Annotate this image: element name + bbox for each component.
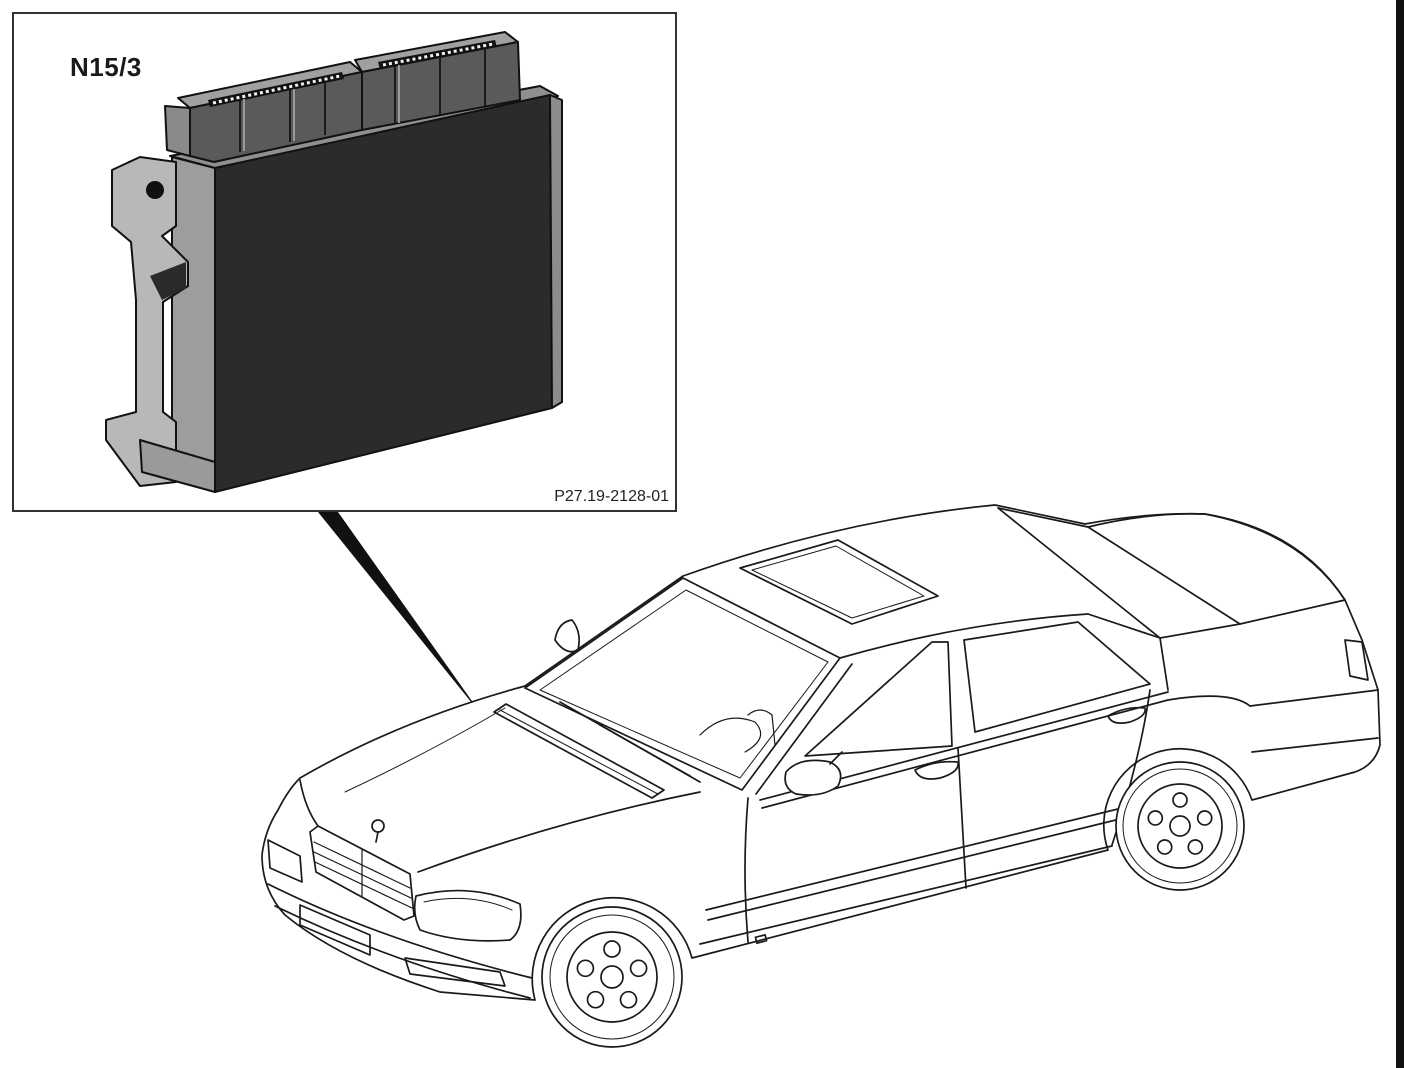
bracket-shadow — [150, 262, 186, 300]
car-illustration — [261, 504, 1381, 1048]
callout-pointer — [318, 512, 484, 718]
front-door-window — [804, 641, 953, 757]
rear-wheel — [1115, 761, 1245, 891]
control-module-illustration — [105, 31, 563, 493]
rear-rim-hole — [1187, 839, 1204, 855]
hood-crease — [344, 707, 506, 793]
body-side-molding-upper — [705, 807, 1123, 911]
hood-air-vent — [493, 703, 665, 799]
component-label: N15/3 — [70, 52, 142, 82]
rear-rim-hole — [1156, 839, 1173, 855]
tail-light — [1344, 639, 1369, 681]
mounting-bracket — [105, 156, 189, 487]
inset-frame: N15/3 P27.19-2128-01 — [12, 12, 677, 512]
grille-slats — [313, 841, 413, 909]
front-bumper-upper — [267, 883, 533, 979]
front-door-front-edge — [744, 797, 749, 943]
hood-fender-seam — [417, 791, 701, 873]
figure-reference: P27.19-2128-01 — [554, 488, 669, 505]
sunroof-inner — [751, 545, 925, 619]
rear-tire — [1115, 761, 1245, 891]
front-tire — [541, 906, 683, 1048]
front-bumper-lower — [274, 905, 531, 999]
front-door-handle — [914, 760, 960, 780]
wiper-blade-right — [599, 724, 691, 777]
rear-quarter-line — [1167, 695, 1251, 707]
headlight-far — [267, 839, 303, 883]
seat-headrest — [747, 709, 776, 746]
front-tire-sidewall — [549, 914, 675, 1040]
side-mirror-far — [554, 619, 580, 653]
car-body-outline — [261, 504, 1381, 1001]
rear-rim-hole — [1196, 810, 1213, 826]
hood-front-edge — [299, 779, 319, 827]
lower-air-intake — [404, 957, 506, 987]
rear-hub — [1169, 815, 1191, 837]
radiator-grille — [309, 825, 415, 921]
rear-rim-hole — [1147, 810, 1164, 826]
windshield-inner-frame — [539, 589, 829, 779]
steering-wheel — [699, 717, 762, 753]
side-marker-light — [754, 934, 768, 944]
connector-1-pins — [212, 74, 341, 105]
connector-1-pin-slot — [208, 72, 344, 107]
bracket-mounting-hole-top — [146, 181, 164, 199]
license-plate-recess — [299, 904, 371, 956]
front-rim-hole — [576, 959, 595, 978]
b-pillar-door-seam — [957, 747, 967, 889]
rear-rim — [1137, 783, 1223, 869]
body-side-molding-lower — [707, 817, 1125, 921]
headlight-near-inner — [423, 897, 513, 911]
rear-bumper-lower — [1251, 737, 1379, 753]
front-rim-hole — [619, 990, 638, 1009]
grille-slat — [314, 861, 413, 909]
headlight-near — [413, 889, 522, 942]
hood-air-vent-slat — [499, 709, 659, 795]
sunroof — [739, 539, 939, 625]
a-pillar-near — [755, 663, 853, 795]
trunk-lid — [1087, 512, 1346, 625]
module-right-edge — [549, 94, 563, 409]
rear-bumper-upper — [1249, 689, 1379, 707]
emblem-stand — [375, 831, 379, 843]
front-rim-hole — [586, 990, 605, 1009]
side-mirror-stem — [829, 751, 843, 765]
rear-rim-hole — [1172, 792, 1188, 808]
front-wheel — [541, 906, 683, 1048]
side-mirror-near — [784, 759, 842, 796]
rear-door-handle — [1107, 706, 1147, 724]
connector-ribs — [239, 48, 486, 152]
rear-tire-sidewall — [1122, 768, 1238, 884]
connector-2-pins — [382, 42, 494, 67]
c-pillar-near — [1087, 613, 1169, 691]
front-rim-hole — [603, 940, 621, 958]
roof-rail-near — [839, 613, 1089, 659]
front-rim — [566, 931, 658, 1023]
front-hub — [600, 965, 624, 989]
rear-door-window — [963, 621, 1151, 733]
right-edge-bar — [1396, 0, 1404, 1068]
front-rim-hole — [629, 959, 648, 978]
sill-line — [699, 845, 1113, 945]
